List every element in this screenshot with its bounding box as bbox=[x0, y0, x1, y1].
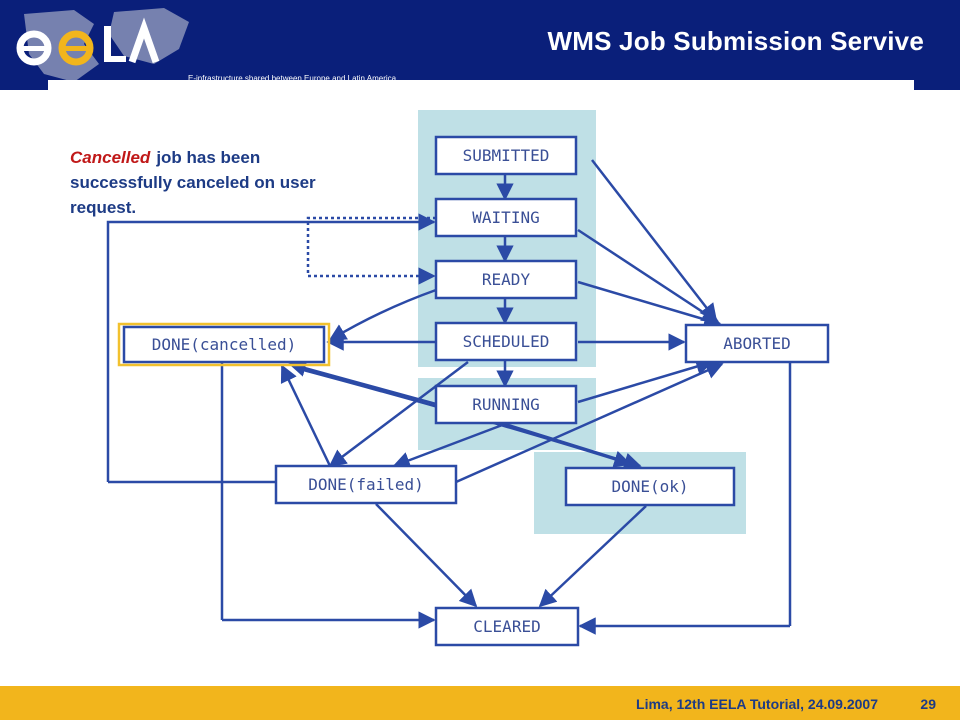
eela-logo-icon bbox=[16, 8, 189, 82]
state-ready-label: READY bbox=[482, 270, 531, 289]
state-aborted: ABORTED bbox=[684, 323, 830, 364]
state-scheduled: SCHEDULED bbox=[434, 321, 578, 362]
state-cleared-label: CLEARED bbox=[473, 617, 540, 636]
state-waiting: WAITING bbox=[434, 197, 578, 238]
selection-highlight-box bbox=[117, 322, 331, 367]
state-submitted-label: SUBMITTED bbox=[463, 146, 550, 165]
state-cleared: CLEARED bbox=[434, 606, 580, 647]
state-done-cancelled-label: DONE(cancelled) bbox=[152, 335, 297, 354]
state-done-ok: DONE(ok) bbox=[564, 466, 736, 507]
state-done-cancelled: DONE(cancelled) bbox=[117, 322, 331, 367]
slide-header: WMS Job Submission Servive E-infrastruct… bbox=[0, 0, 960, 90]
state-done-ok-label: DONE(ok) bbox=[611, 477, 688, 496]
slide-title: WMS Job Submission Servive bbox=[547, 26, 924, 56]
state-scheduled-label: SCHEDULED bbox=[463, 332, 550, 351]
state-running-label: RUNNING bbox=[472, 395, 539, 414]
footer-event: Lima, 12th EELA Tutorial, 24.09.2007 bbox=[636, 696, 878, 712]
caption-keyword: Cancelled bbox=[70, 148, 151, 167]
state-running: RUNNING bbox=[434, 384, 578, 425]
page-number: 29 bbox=[920, 696, 936, 712]
slide-footer: Lima, 12th EELA Tutorial, 24.09.2007 29 bbox=[0, 686, 960, 720]
state-submitted: SUBMITTED bbox=[434, 135, 578, 176]
state-done-failed: DONE(failed) bbox=[274, 464, 458, 505]
state-ready: READY bbox=[434, 259, 578, 300]
slide-tagline: E-infrastructure shared between Europe a… bbox=[188, 74, 397, 83]
state-done-failed-label: DONE(failed) bbox=[308, 475, 424, 494]
caption-description: job has been successfully canceled on us… bbox=[70, 148, 316, 217]
state-aborted-label: ABORTED bbox=[723, 334, 790, 353]
state-waiting-label: WAITING bbox=[472, 208, 539, 227]
